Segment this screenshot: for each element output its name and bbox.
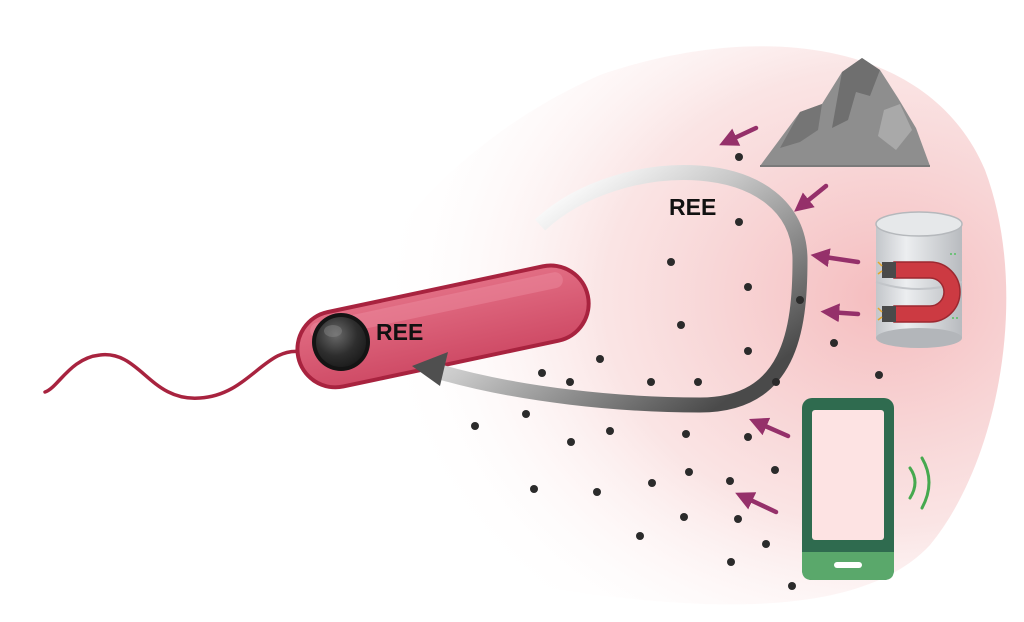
ree-particle	[606, 427, 614, 435]
inflow-arrow	[828, 312, 858, 314]
ree-particle	[566, 378, 574, 386]
ree-particle	[772, 378, 780, 386]
ree-particle	[735, 218, 743, 226]
hard-drive-magnet-icon	[876, 212, 962, 348]
ree-particle	[648, 479, 656, 487]
ree-particle	[530, 485, 538, 493]
ree-particle	[726, 477, 734, 485]
flagellum	[45, 351, 303, 398]
ree-particle	[567, 438, 575, 446]
cell-ree-label: REE	[376, 319, 423, 345]
ree-particle	[667, 258, 675, 266]
ree-particle	[744, 433, 752, 441]
ree-particle	[762, 540, 770, 548]
ree-particle	[522, 410, 530, 418]
ree-particle	[788, 582, 796, 590]
ree-particle	[694, 378, 702, 386]
ree-granule	[312, 313, 370, 371]
ree-particle	[538, 369, 546, 377]
ree-particle	[593, 488, 601, 496]
ree-particle	[830, 339, 838, 347]
ree-particle	[796, 296, 804, 304]
ree-particle	[682, 430, 690, 438]
ree-particle	[735, 153, 743, 161]
ree-particle	[727, 558, 735, 566]
ree-particle	[744, 347, 752, 355]
ree-particle	[596, 355, 604, 363]
ree-particle	[647, 378, 655, 386]
ree-particle	[875, 371, 883, 379]
ree-particle	[771, 466, 779, 474]
ree-particle	[744, 283, 752, 291]
ree-particle	[680, 513, 688, 521]
ree-particle	[685, 468, 693, 476]
loop-ree-label: REE	[669, 194, 716, 220]
ree-particle	[734, 515, 742, 523]
ree-particle	[471, 422, 479, 430]
ree-particle	[677, 321, 685, 329]
ree-particle	[636, 532, 644, 540]
